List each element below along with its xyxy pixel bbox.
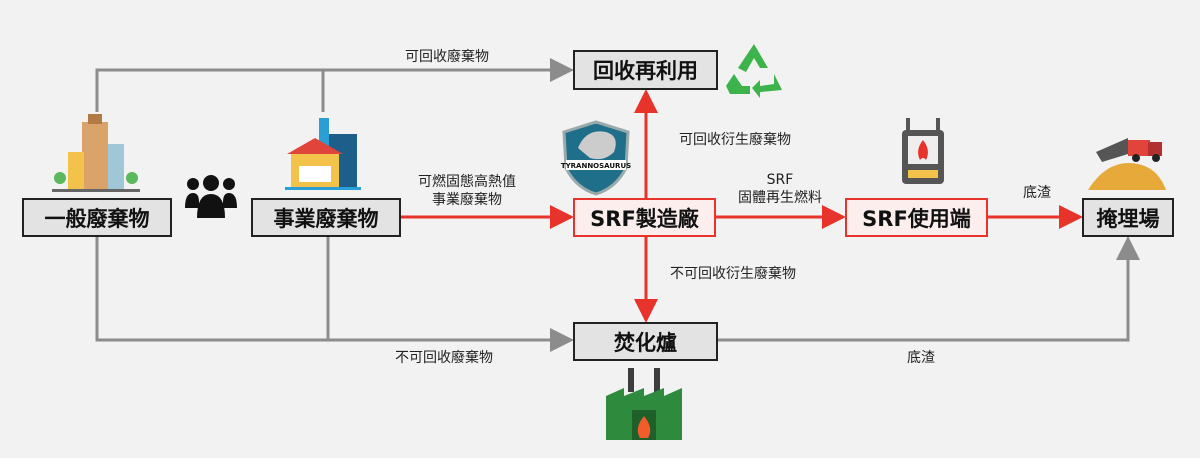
edge-general-to-incinerator (95, 236, 574, 352)
label-srf-2: 固體再生燃料 (738, 190, 822, 206)
node-general-waste: 一般廢棄物 (22, 198, 172, 237)
label-combustible-1: 可燃固態高熱值 (418, 174, 516, 190)
tyrannosaurus-logo: TYRANNOSAURUS (561, 120, 631, 196)
incinerator-plant-icon (606, 368, 682, 440)
label-recyclable-derived: 可回收衍生廢棄物 (679, 132, 791, 148)
edge-general-to-recycle (95, 58, 574, 112)
node-srf-user: SRF使用端 (845, 198, 988, 237)
node-business-waste: 事業廢棄物 (251, 198, 401, 237)
label-recyclable-waste: 可回收廢棄物 (405, 49, 489, 65)
label-combustible-2: 事業廢棄物 (432, 192, 502, 208)
city-buildings-icon (52, 114, 140, 192)
label-bottom-ash-2: 底渣 (907, 350, 935, 366)
label-nonrecyclable-derived: 不可回收衍生廢棄物 (670, 266, 796, 282)
landfill-truck-icon (1088, 138, 1166, 190)
node-recycle: 回收再利用 (573, 50, 718, 90)
label-nonrecyclable-waste: 不可回收廢棄物 (395, 350, 493, 366)
svg-text:TYRANNOSAURUS: TYRANNOSAURUS (561, 162, 631, 170)
label-bottom-ash-1: 底渣 (1023, 185, 1051, 201)
people-icon (185, 175, 237, 218)
node-srf-plant: SRF製造廠 (573, 198, 716, 237)
srf-boiler-icon (902, 118, 944, 184)
factory-icon (285, 118, 361, 190)
recycle-icon (726, 44, 782, 98)
label-srf-1: SRF (766, 172, 794, 188)
node-landfill: 掩埋場 (1082, 198, 1174, 237)
edge-incinerator-to-landfill (718, 236, 1140, 342)
node-incinerator: 焚化爐 (573, 322, 718, 361)
